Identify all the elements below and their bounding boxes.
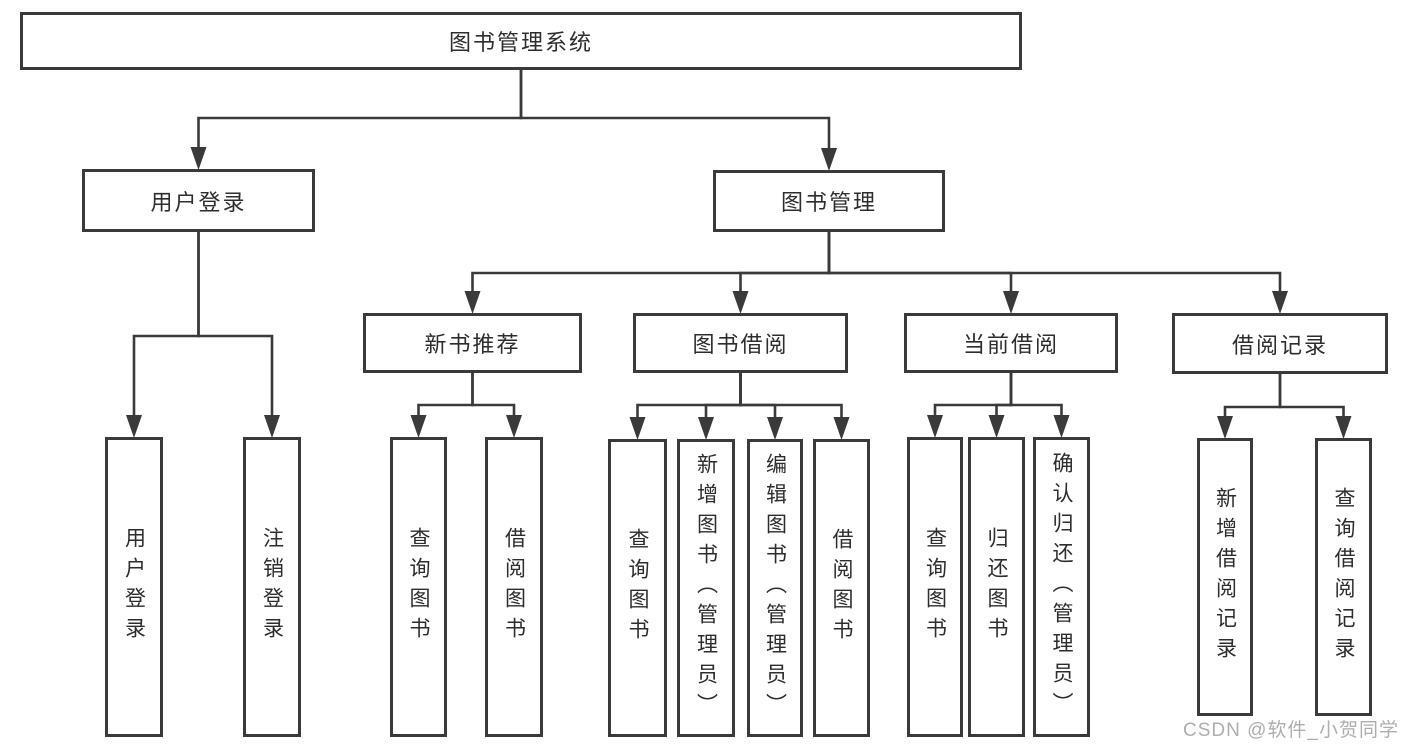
edge-book-borrow-to-leaf-query-book-2 (636, 373, 742, 421)
edge-current-borrow-to-leaf-confirm-return (1009, 373, 1063, 419)
node-leaf-logout: 注销登录 (243, 437, 301, 737)
arrowhead-icon (833, 417, 850, 440)
edge-book-borrow-to-leaf-add-book (704, 373, 742, 421)
arrowhead-icon (732, 291, 749, 314)
node-book-borrow: 图书借阅 (633, 313, 848, 373)
node-leaf-query-book-1: 查询图书 (390, 437, 447, 737)
node-leaf-borrow-book-1: 借阅图书 (485, 437, 543, 737)
arrowhead-icon (821, 148, 837, 171)
arrowhead-icon (190, 147, 207, 170)
arrowhead-icon (1003, 291, 1019, 314)
node-leaf-query-borrow-record: 查询借阅记录 (1315, 438, 1372, 716)
edge-book-mgmt-to-book-borrow (739, 232, 831, 295)
arrowhead-icon (927, 415, 943, 438)
edge-borrow-records-to-leaf-add-borrow-record (1223, 374, 1282, 420)
edge-book-borrow-to-leaf-edit-book (739, 373, 777, 421)
node-current-borrow: 当前借阅 (904, 313, 1118, 373)
edge-book-borrow-to-leaf-borrow-book-2 (739, 373, 843, 421)
edge-root-to-book-mgmt (519, 70, 831, 152)
edge-user-login-to-leaf-logout (197, 232, 274, 419)
arrowhead-icon (464, 291, 481, 314)
arrowhead-icon (1217, 416, 1233, 439)
node-new-book-rec: 新书推荐 (363, 313, 582, 373)
node-leaf-add-borrow-record: 新增借阅记录 (1197, 438, 1253, 716)
node-leaf-confirm-return: 确认归还（管理员） (1033, 437, 1090, 737)
arrowhead-icon (698, 417, 714, 440)
arrowhead-icon (1272, 291, 1288, 314)
edge-root-to-user-login (197, 70, 523, 151)
arrowhead-icon (264, 415, 280, 438)
edge-book-mgmt-to-new-book-rec (471, 232, 831, 295)
node-book-mgmt: 图书管理 (713, 170, 945, 232)
edge-new-book-rec-to-leaf-borrow-book-1 (471, 373, 516, 419)
node-leaf-query-book-2: 查询图书 (608, 439, 667, 737)
edge-current-borrow-to-leaf-return-book (995, 373, 1013, 419)
node-borrow-records: 借阅记录 (1172, 313, 1388, 374)
node-leaf-return-book: 归还图书 (968, 437, 1025, 737)
edge-user-login-to-leaf-user-login (132, 232, 200, 419)
node-leaf-query-book-3: 查询图书 (907, 437, 963, 737)
arrowhead-icon (767, 417, 783, 440)
arrowhead-icon (1335, 416, 1352, 439)
edge-borrow-records-to-leaf-query-borrow-record (1278, 374, 1345, 420)
edge-book-mgmt-to-current-borrow (827, 232, 1013, 295)
arrowhead-icon (506, 415, 522, 438)
node-leaf-borrow-book-2: 借阅图书 (813, 439, 870, 737)
watermark-text: CSDN @软件_小贺同学 (1183, 720, 1399, 741)
edge-new-book-rec-to-leaf-query-book-1 (417, 373, 474, 419)
edge-book-mgmt-to-borrow-records (827, 232, 1282, 295)
node-root: 图书管理系统 (20, 12, 1022, 70)
node-leaf-add-book: 新增图书（管理员） (677, 439, 735, 737)
arrowhead-icon (1053, 415, 1070, 438)
node-leaf-edit-book: 编辑图书（管理员） (747, 439, 803, 737)
arrowhead-icon (629, 417, 646, 440)
arrowhead-icon (988, 415, 1005, 438)
node-user-login: 用户登录 (82, 169, 315, 232)
edge-current-borrow-to-leaf-query-book-3 (933, 373, 1013, 419)
arrowhead-icon (410, 415, 427, 438)
node-leaf-user-login: 用户登录 (105, 437, 163, 737)
arrowhead-icon (126, 415, 142, 438)
